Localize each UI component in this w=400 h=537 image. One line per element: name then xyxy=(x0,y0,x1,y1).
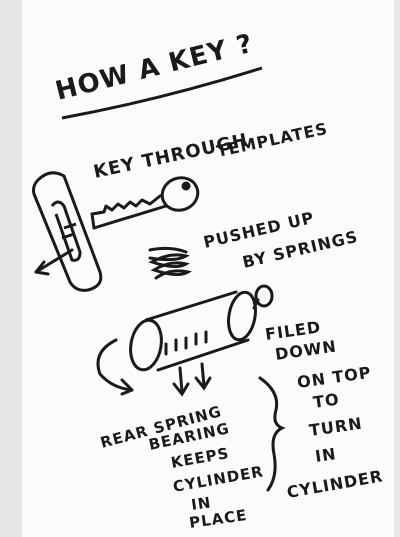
label-filed-down-4: TO xyxy=(312,389,341,412)
label-rear-spring-5: IN xyxy=(190,493,212,514)
cylinder-drawing xyxy=(129,284,274,372)
title-underline xyxy=(61,66,263,120)
label-filed-down-6: IN xyxy=(314,444,338,466)
arrow-down-left-icon xyxy=(34,248,74,276)
curved-arrow-icon xyxy=(96,338,134,396)
down-arrows-icon xyxy=(172,362,212,397)
paper-left-margin xyxy=(0,0,22,537)
template-plate-drawing xyxy=(32,171,103,292)
key-drawing xyxy=(90,176,200,230)
spring-icon xyxy=(148,246,193,280)
curly-brace-icon xyxy=(258,376,286,492)
paper-background xyxy=(22,0,394,537)
